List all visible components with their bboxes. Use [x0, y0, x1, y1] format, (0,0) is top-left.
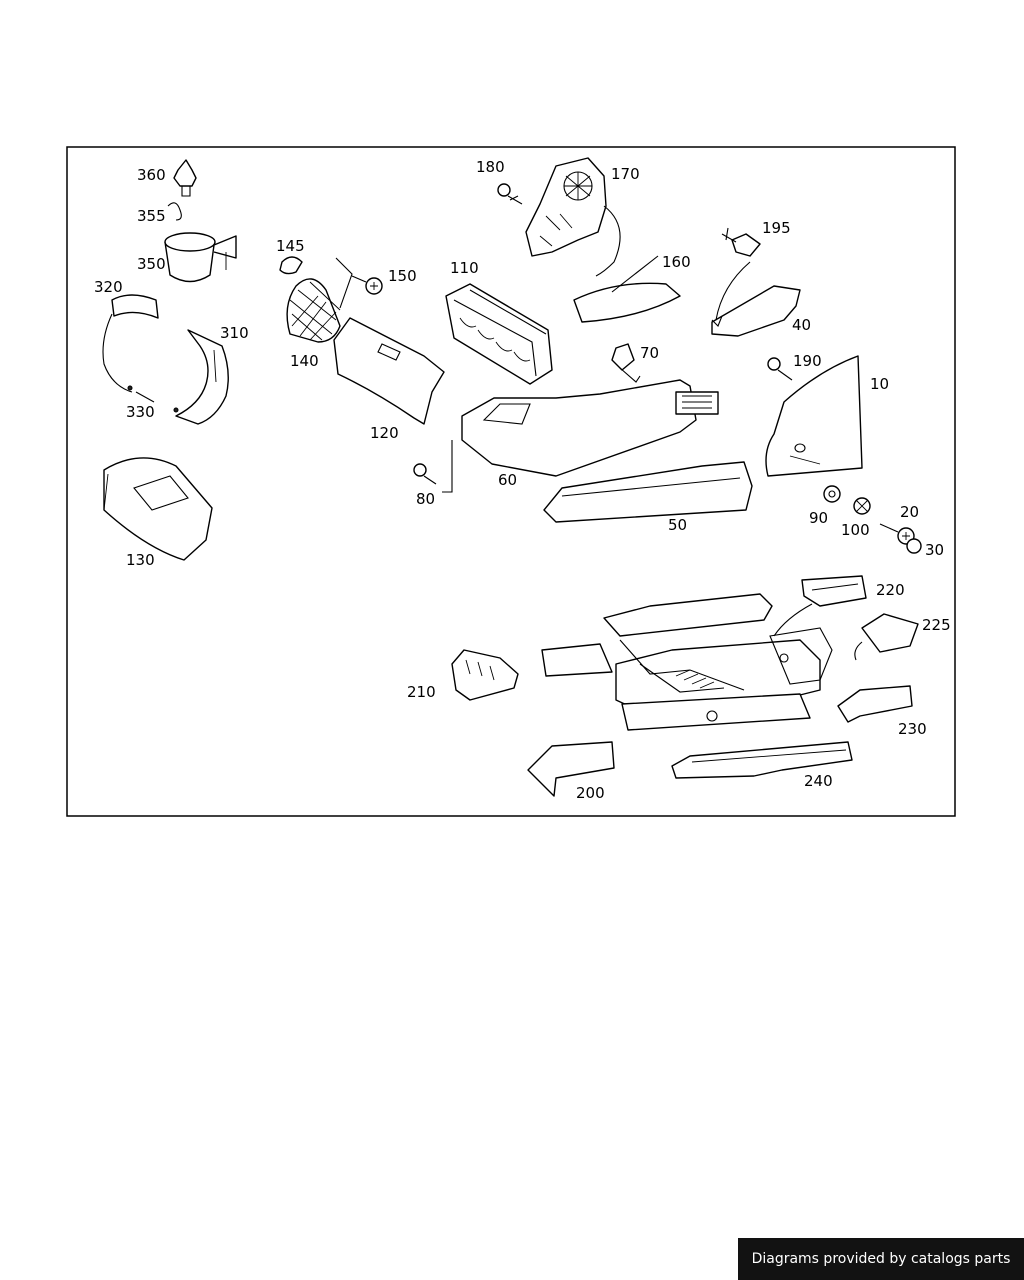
- part-355-spring: [167, 202, 182, 221]
- callout-160: 160: [662, 253, 691, 271]
- part-145-cap: [279, 256, 303, 275]
- callout-150: 150: [388, 267, 417, 285]
- part-320-cover: [102, 294, 159, 393]
- callout-220: 220: [876, 581, 905, 599]
- part-70-lever: [611, 343, 641, 383]
- part-180-screw: [497, 183, 523, 205]
- part-10-side-panel: [765, 355, 863, 477]
- callout-110: 110: [450, 259, 479, 277]
- part-190-screw: [767, 357, 793, 381]
- part-50-rail: [543, 461, 753, 523]
- callout-145: 145: [276, 237, 305, 255]
- part-140-grille: [286, 278, 341, 343]
- part-230-bracket: [837, 685, 913, 723]
- callout-225: 225: [922, 616, 951, 634]
- callout-90: 90: [809, 509, 828, 527]
- callout-310: 310: [220, 324, 249, 342]
- part-100-nut: [853, 497, 871, 515]
- callout-20: 20: [900, 503, 919, 521]
- callout-240: 240: [804, 772, 833, 790]
- part-200-bracket: [527, 741, 615, 797]
- callout-30: 30: [925, 541, 944, 559]
- callout-210: 210: [407, 683, 436, 701]
- callout-330: 330: [126, 403, 155, 421]
- credit-banner: Diagrams provided by catalogs parts: [738, 1238, 1024, 1280]
- callout-40: 40: [792, 316, 811, 334]
- callout-180: 180: [476, 158, 505, 176]
- callout-120: 120: [370, 424, 399, 442]
- part-160-trim: [573, 255, 681, 323]
- callout-200: 200: [576, 784, 605, 802]
- callout-10: 10: [870, 375, 889, 393]
- callout-140: 140: [290, 352, 319, 370]
- callout-360: 360: [137, 166, 166, 184]
- part-130-cover: [103, 457, 213, 561]
- part-120-panel: [333, 317, 445, 425]
- callout-50: 50: [668, 516, 687, 534]
- diagram-frame: [66, 146, 956, 817]
- callout-80: 80: [416, 490, 435, 508]
- part-170-hinge: [525, 157, 621, 277]
- callout-350: 350: [137, 255, 166, 273]
- callout-355: 355: [137, 207, 166, 225]
- part-330-pin: [127, 385, 179, 413]
- seat-frame-assembly: [541, 593, 833, 731]
- part-225-cover: [854, 613, 919, 661]
- callout-70: 70: [640, 344, 659, 362]
- callout-100: 100: [841, 521, 870, 539]
- part-195-clip: [721, 227, 761, 257]
- part-210-bracket: [451, 649, 519, 701]
- part-80-screw: [413, 440, 453, 493]
- callout-230: 230: [898, 720, 927, 738]
- part-60-base: [461, 379, 719, 477]
- callout-130: 130: [126, 551, 155, 569]
- callout-320: 320: [94, 278, 123, 296]
- callout-195: 195: [762, 219, 791, 237]
- callout-60: 60: [498, 471, 517, 489]
- part-150-screw: [335, 257, 383, 309]
- part-110-tray: [445, 283, 553, 385]
- part-310-shell: [175, 329, 229, 425]
- part-90-washer: [823, 485, 841, 503]
- part-30-cap: [906, 538, 922, 554]
- part-360-clip: [173, 159, 197, 197]
- part-240-rail: [671, 741, 853, 779]
- part-350-cup-holder: [164, 232, 237, 283]
- part-40-bracket: [711, 261, 801, 337]
- part-220-cover: [773, 575, 867, 637]
- callout-190: 190: [793, 352, 822, 370]
- callout-170: 170: [611, 165, 640, 183]
